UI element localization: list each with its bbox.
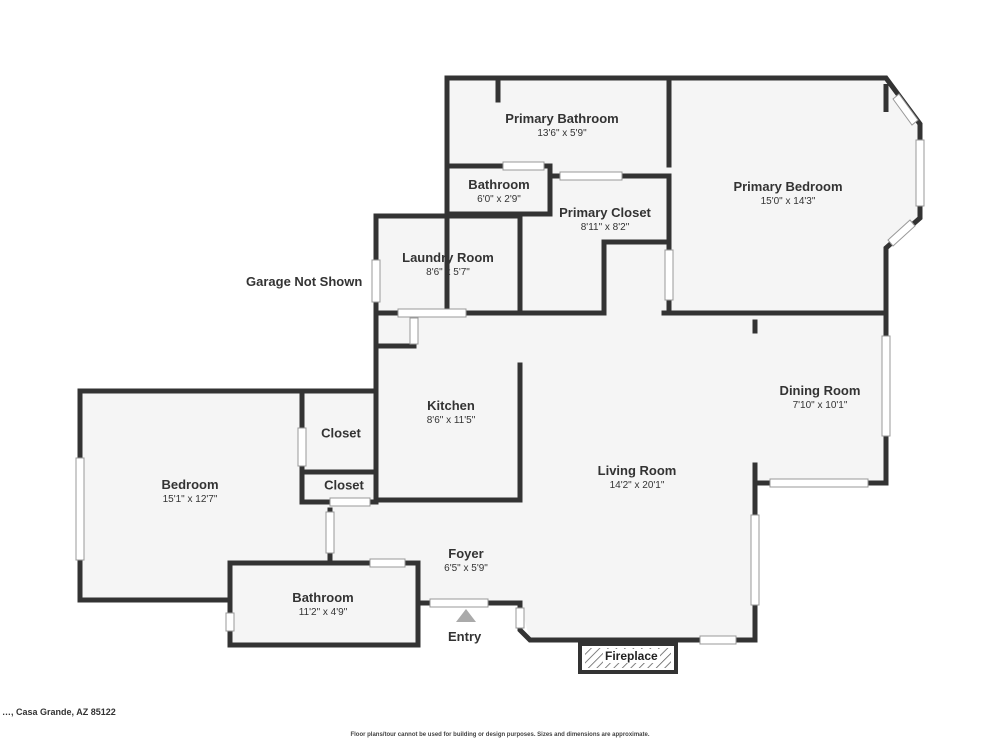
room-primary-bathroom: Primary Bathroom 13'6" x 5'9" xyxy=(505,111,618,139)
room-bathroom: Bathroom 11'2" x 4'9" xyxy=(292,590,353,618)
room-name: Living Room xyxy=(597,463,677,478)
room-primary-bedroom: Primary Bedroom 15'0" x 14'3" xyxy=(733,179,842,207)
room-dims: 6'0" x 2'9" xyxy=(477,194,521,205)
room-dims: 8'11" x 8'2" xyxy=(580,222,630,233)
room-closet-lower: Closet xyxy=(324,478,364,493)
address: …, Casa Grande, AZ 85122 xyxy=(2,707,116,717)
room-dining: Dining Room 7'10" x 10'1" xyxy=(780,383,861,411)
room-dims: 7'10" x 10'1" xyxy=(792,400,848,411)
room-name: Primary Bedroom xyxy=(733,179,843,194)
room-closet-upper: Closet xyxy=(321,426,361,441)
room-foyer: Foyer 6'5" x 5'9" xyxy=(444,546,488,574)
room-dims: 13'6" x 5'9" xyxy=(537,128,587,139)
room-primary-closet: Primary Closet 8'11" x 8'2" xyxy=(559,205,651,233)
room-dims: 8'6" x 11'5" xyxy=(426,415,476,426)
room-dims: 6'5" x 5'9" xyxy=(444,563,488,574)
room-name: Bathroom xyxy=(292,590,354,605)
entry-arrow-icon xyxy=(456,609,476,622)
bathroom-floor xyxy=(230,563,418,645)
room-laundry: Laundry Room 8'6" x 5'7" xyxy=(402,250,494,278)
room-name: Bedroom xyxy=(161,477,219,492)
entry-label: Entry xyxy=(448,629,482,644)
room-name: Kitchen xyxy=(427,398,475,413)
room-dims: 11'2" x 4'9" xyxy=(298,607,348,618)
room-living: Living Room 14'2" x 20'1" xyxy=(598,463,677,491)
main-floor xyxy=(376,313,886,483)
fireplace-label: Fireplace xyxy=(603,649,660,663)
room-name: Laundry Room xyxy=(402,250,494,265)
room-dims: 15'0" x 14'3" xyxy=(760,196,816,207)
room-name: Primary Bathroom xyxy=(505,111,619,126)
room-name: Dining Room xyxy=(779,383,861,398)
wall-primary-outer xyxy=(444,75,923,316)
room-dims: 15'1" x 12'7" xyxy=(162,494,218,505)
room-kitchen: Kitchen 8'6" x 11'5" xyxy=(427,398,476,426)
room-dims: 8'6" x 5'7" xyxy=(426,267,470,278)
room-name: Closet xyxy=(324,477,364,493)
room-name: Bathroom xyxy=(468,177,530,192)
room-dims: 14'2" x 20'1" xyxy=(609,480,665,491)
garage-note: Garage Not Shown xyxy=(246,274,363,289)
room-bathroom-small: Bathroom 6'0" x 2'9" xyxy=(468,177,529,205)
disclaimer: Floor plans/tour cannot be used for buil… xyxy=(350,732,650,738)
room-name: Foyer xyxy=(448,546,484,561)
room-name: Primary Closet xyxy=(559,205,651,220)
room-bedroom: Bedroom 15'1" x 12'7" xyxy=(161,477,218,505)
room-name: Closet xyxy=(321,425,361,441)
primary-suite-floor xyxy=(447,78,920,313)
